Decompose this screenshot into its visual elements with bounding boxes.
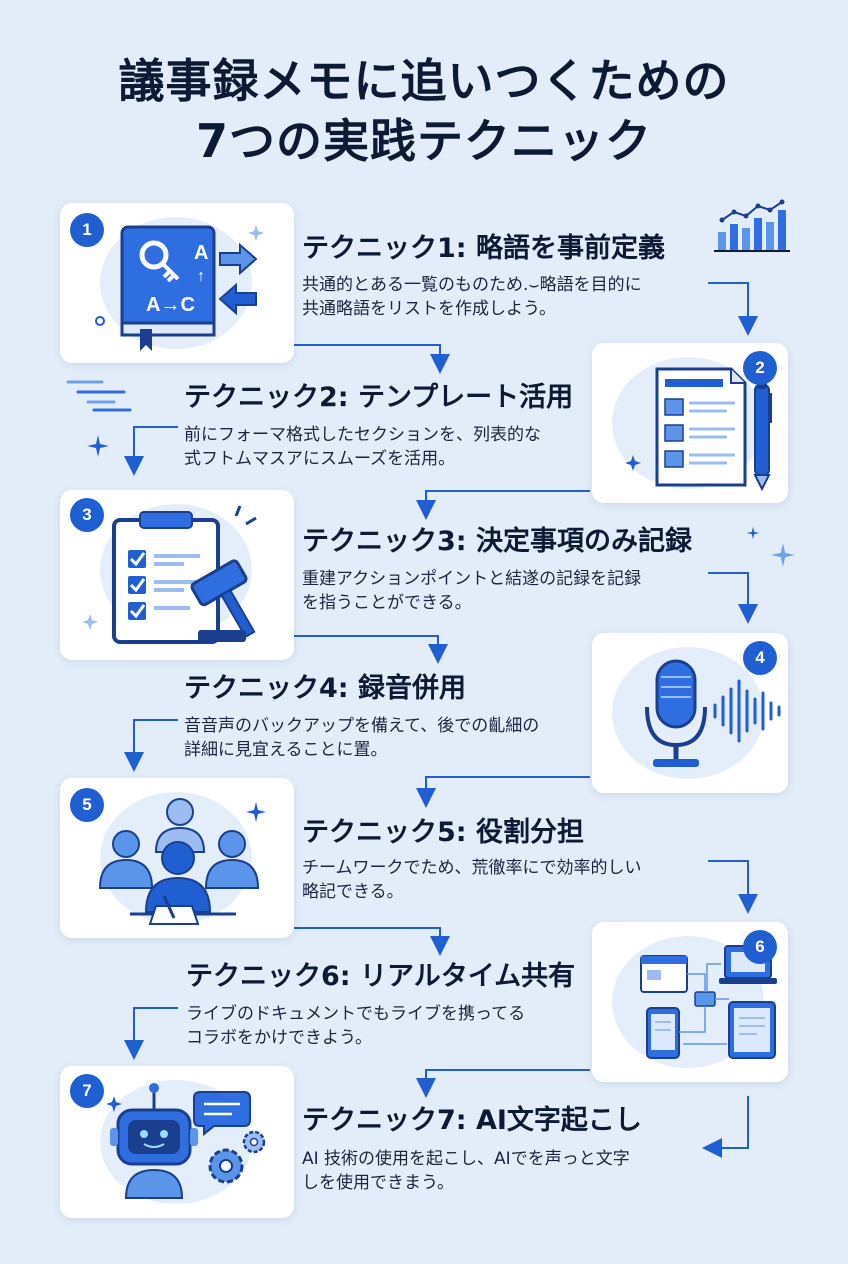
technique-4-desc-line2: 詳細に見宜えることに置。: [184, 740, 388, 760]
technique-4-heading: テクニック4: 録音併用: [184, 673, 466, 704]
speed-lines-icon: [66, 380, 132, 412]
technique-7-card: 7: [60, 1066, 294, 1218]
bar-chart-icon: [714, 199, 790, 252]
technique-3-heading: テクニック3: 決定事項のみ記録: [302, 526, 692, 557]
svg-text:↑: ↑: [197, 268, 205, 285]
technique-7-desc-line2: しを使用できまう。: [302, 1173, 454, 1193]
technique-2-card: 2: [592, 343, 788, 503]
step-badge-5: 5: [70, 788, 104, 822]
microphone-waveform-icon: [645, 659, 781, 767]
checklist-gavel-icon: [82, 505, 257, 644]
technique-2-heading: テクニック2: テンプレート活用: [184, 382, 574, 413]
technique-2-desc-line2: 式フトムマスアにスムーズを活用。: [184, 449, 456, 469]
technique-6-card: 6: [592, 922, 788, 1082]
technique-3-card: 3: [60, 490, 294, 660]
sparkle-icon: [746, 526, 760, 540]
technique-3-desc-line2: を指うことができる。: [302, 593, 472, 613]
technique-5-heading: テクニック5: 役割分担: [302, 817, 584, 848]
technique-1-heading: テクニック1: 略語を事前定義: [302, 233, 665, 264]
technique-1-desc-line1: 共通的とある一覧のものため.⌣略語を目的に: [302, 275, 642, 295]
technique-1-card: A ↑ A→C 1: [60, 203, 294, 363]
step-badge-7: 7: [70, 1074, 104, 1108]
sparkle-icon: [87, 435, 109, 457]
step-badge-2: 2: [743, 351, 777, 385]
technique-2-desc-line1: 前にフォーマ格式したセクションを、列表的な: [184, 425, 541, 445]
step-badge-1: 1: [70, 213, 104, 247]
step-badge-4: 4: [743, 641, 777, 675]
svg-text:A: A: [194, 242, 208, 264]
technique-7-heading: テクニック7: AI文字起こし: [302, 1105, 642, 1136]
technique-3-desc-line1: 重建アクションポイントと結遂の記録を記録: [302, 569, 642, 589]
technique-5-desc-line1: チームワークでため、荒徹率にで効率的しい: [302, 858, 642, 878]
sparkle-icon: [771, 543, 795, 567]
template-document-pen-icon: [625, 367, 772, 492]
page-title-line1: 議事録メモに追いつくための: [118, 54, 730, 108]
technique-4-desc-line1: 音音声のバックアップを備えて、後での齓細の: [184, 716, 540, 736]
step-badge-3: 3: [70, 498, 104, 532]
technique-5-desc-line2: 略記できる。: [302, 882, 404, 902]
technique-7-desc-line1: AI 技術の使用を起こし、AIでを声っと文字: [302, 1149, 630, 1169]
technique-4-card: 4: [592, 633, 788, 793]
technique-5-card: 5: [60, 778, 294, 938]
step-badge-6: 6: [743, 930, 777, 964]
devices-sync-icon: [640, 945, 777, 1059]
technique-6-desc-line1: ライブのドキュメントでもライブを携ってる: [186, 1004, 526, 1024]
page-title-line2: 7つの実践テクニック: [195, 114, 652, 168]
svg-text:A→C: A→C: [146, 294, 195, 316]
technique-1-desc-line2: 共通略語をリストを作成しよう。: [302, 299, 556, 319]
technique-6-heading: テクニック6: リアルタイム共有: [186, 961, 576, 992]
dictionary-book-icon: A ↑ A→C: [95, 225, 264, 351]
team-note-taker-icon: [98, 798, 266, 925]
technique-6-desc-line2: コラボをかけできよう。: [186, 1028, 372, 1048]
robot-gears-chat-icon: [106, 1083, 266, 1199]
